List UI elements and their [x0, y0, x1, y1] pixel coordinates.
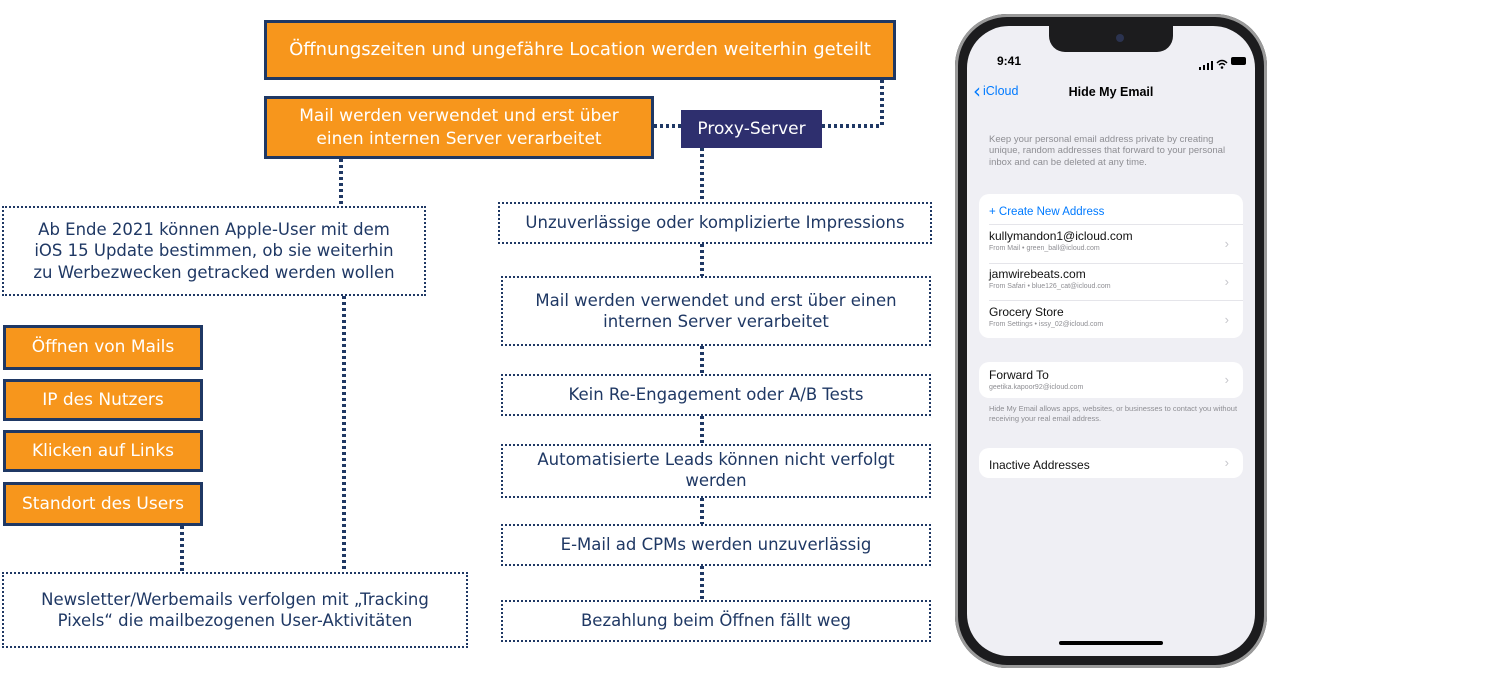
newsletter-box: Newsletter/Werbemails verfolgen mit „Tra… [2, 572, 468, 648]
address-title: Grocery Store [989, 305, 1064, 319]
create-new-address-label: + Create New Address [989, 206, 1105, 218]
proxy-server-box: Proxy-Server [681, 110, 822, 148]
tracking-item: Standort des Users [3, 482, 203, 526]
iphone-mockup: 9:41 ‹ iCloud Hide My Email Keep your pe… [955, 14, 1267, 668]
tracking-item-label: Öffnen von Mails [31, 337, 175, 358]
newsletter-line-1: Newsletter/Werbemails verfolgen mit „Tra… [41, 589, 429, 609]
wifi-icon [1216, 56, 1228, 69]
consequence-text: E-Mail ad CPMs werden unzuverlässig [560, 535, 872, 555]
forward-to-card[interactable]: Forward To geetika.kapoor92@icloud.com › [979, 362, 1243, 398]
tracking-item-label: Klicken auf Links [31, 440, 175, 461]
proxy-server-label: Proxy-Server [697, 118, 806, 139]
address-subtitle: From Safari • blue126_cat@icloud.com [989, 283, 1111, 290]
back-button[interactable]: ‹ iCloud [973, 79, 1019, 103]
inactive-row-content: Inactive Addresses [989, 456, 1233, 474]
consequence-box: E-Mail ad CPMs werden unzuverlässig [501, 524, 931, 566]
forward-to-email: geetika.kapoor92@icloud.com [989, 384, 1084, 391]
consequence-text: Kein Re-Engagement oder A/B Tests [568, 385, 864, 405]
address-subtitle: From Mail • green_ball@icloud.com [989, 245, 1100, 252]
mail-box: Mail werden verwendet und erst über eine… [264, 96, 654, 159]
consequence-box: Kein Re-Engagement oder A/B Tests [501, 374, 931, 416]
signal-icon [1199, 57, 1213, 70]
divider [989, 263, 1243, 264]
addresses-card: + Create New Address kullymandon1@icloud… [979, 194, 1243, 338]
consequence-text: Mail werden verwendet und erst über eine… [535, 290, 897, 310]
consequence-text: Bezahlung beim Öffnen fällt weg [580, 611, 852, 631]
back-label: iCloud [983, 84, 1019, 98]
mail-box-line-2: einen internen Server verarbeitet [316, 128, 602, 149]
intro-text: Keep your personal email address private… [989, 134, 1226, 168]
tracking-item: Öffnen von Mails [3, 325, 203, 370]
newsletter-line-2: Pixels“ die mailbezogenen User-Aktivität… [57, 611, 413, 630]
phone-screen: 9:41 ‹ iCloud Hide My Email Keep your pe… [967, 26, 1255, 656]
camera-icon [1116, 34, 1124, 42]
address-title: jamwirebeats.com [989, 267, 1086, 281]
inactive-addresses-label: Inactive Addresses [989, 458, 1090, 472]
chevron-right-icon: › [1224, 372, 1229, 387]
consequence-text: werden [685, 471, 747, 490]
chevron-right-icon: › [1224, 312, 1229, 327]
tracking-item-label: Standort des Users [21, 493, 184, 514]
address-row[interactable]: kullymandon1@icloud.com From Mail • gree… [989, 229, 1233, 252]
chevron-left-icon: ‹ [973, 79, 981, 103]
consequence-box: Automatisierte Leads können nicht verfol… [501, 444, 931, 498]
chevron-right-icon: › [1224, 236, 1229, 251]
divider [989, 224, 1243, 225]
address-row[interactable]: jamwirebeats.com From Safari • blue126_c… [989, 267, 1233, 290]
forward-to-row: Forward To geetika.kapoor92@icloud.com [989, 368, 1233, 391]
tracking-item-label: IP des Nutzers [42, 389, 164, 410]
address-row[interactable]: Grocery Store From Settings • issy_02@ic… [989, 305, 1233, 328]
home-indicator [1059, 641, 1163, 645]
consequence-text: Unzuverlässige oder komplizierte Impress… [525, 213, 905, 233]
mail-box-line-1: Mail werden verwendet und erst über [299, 106, 619, 127]
divider [989, 300, 1243, 301]
apple-box-line-2: iOS 15 Update bestimmen, ob sie weiterhi… [34, 241, 394, 261]
tracking-item: IP des Nutzers [3, 379, 203, 421]
footer-note: Hide My Email allows apps, websites, or … [989, 404, 1238, 423]
forward-to-title: Forward To [989, 368, 1049, 382]
notch [1049, 26, 1173, 52]
top-box-text: Öffnungszeiten und ungefähre Location we… [289, 39, 871, 61]
top-box: Öffnungszeiten und ungefähre Location we… [264, 20, 896, 80]
consequence-text: internen Server verarbeitet [603, 312, 829, 331]
chevron-right-icon: › [1224, 455, 1229, 470]
battery-icon [1231, 57, 1246, 65]
screen-title: Hide My Email [1068, 85, 1154, 99]
apple-box-line-1: Ab Ende 2021 können Apple-User mit dem [38, 219, 390, 239]
inactive-addresses-row[interactable]: Inactive Addresses › [979, 448, 1243, 478]
address-subtitle: From Settings • issy_02@icloud.com [989, 321, 1104, 328]
create-new-address-button[interactable]: + Create New Address [989, 202, 1233, 220]
consequence-box: Bezahlung beim Öffnen fällt weg [501, 600, 931, 642]
status-time: 9:41 [997, 54, 1022, 68]
consequence-text: Automatisierte Leads können nicht verfol… [537, 450, 895, 470]
apple-ios15-box: Ab Ende 2021 können Apple-User mit dem i… [2, 206, 426, 296]
consequence-box: Mail werden verwendet und erst über eine… [501, 276, 931, 346]
address-title: kullymandon1@icloud.com [989, 229, 1133, 243]
tracking-item: Klicken auf Links [3, 430, 203, 472]
apple-box-line-3: zu Werbezwecken getracked werden wollen [33, 262, 395, 282]
chevron-right-icon: › [1224, 274, 1229, 289]
consequence-box: Unzuverlässige oder komplizierte Impress… [498, 202, 932, 244]
